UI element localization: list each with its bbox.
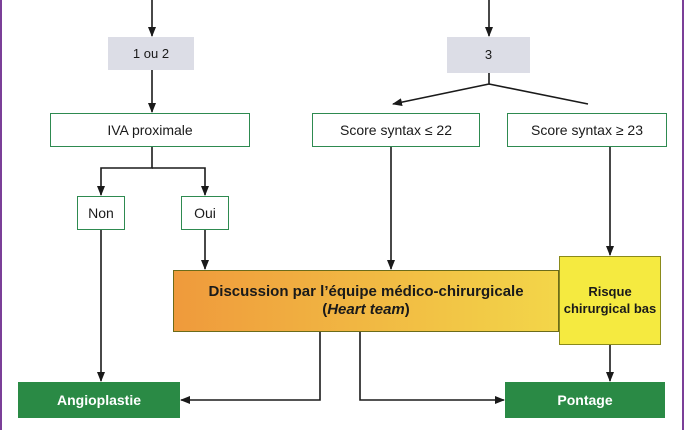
iva-proximale-box: IVA proximale: [50, 113, 250, 147]
pontage-box: Pontage: [505, 382, 665, 418]
discussion-paren-open: (: [322, 301, 328, 318]
low-surgical-risk-box: Risque chirurgical bas: [559, 256, 661, 345]
non-label: Non: [88, 204, 114, 221]
heart-team-discussion-box: Discussion par l’équipe médico-chirurgic…: [173, 270, 559, 332]
discussion-to-angioplastie: [180, 332, 321, 404]
oui-label: Oui: [194, 204, 216, 221]
iva-to-non: [97, 147, 153, 196]
low-surgical-risk-label: Risque chirurgical bas: [563, 284, 657, 316]
non-box: Non: [77, 196, 125, 230]
syntax-high-box: Score syntax ≥ 23: [507, 113, 667, 147]
vessel-count-3-label: 3: [484, 47, 493, 63]
discussion-to-pontage: [359, 332, 505, 404]
heart-team-term: Heart team: [327, 301, 405, 318]
syntax-low-label: Score syntax ≤ 22: [340, 121, 452, 138]
discussion-paren-close: ): [404, 301, 410, 318]
vessels3-to-syntax-low: [392, 73, 490, 107]
vessel-count-1-2-box: 1 ou 2: [108, 37, 194, 70]
iva-proximale-label: IVA proximale: [107, 121, 193, 138]
vessels3-to-syntax-high: [488, 83, 589, 105]
syntax-high-label: Score syntax ≥ 23: [531, 121, 643, 138]
discussion-subtitle: (Heart team): [322, 301, 410, 319]
angioplastie-box: Angioplastie: [18, 382, 180, 418]
oui-box: Oui: [181, 196, 229, 230]
angioplastie-label: Angioplastie: [56, 391, 141, 408]
frame-right-border: [682, 0, 684, 430]
vessel-count-1-2-label: 1 ou 2: [132, 45, 170, 61]
syntax-low-box: Score syntax ≤ 22: [312, 113, 480, 147]
iva-to-oui: [152, 167, 209, 196]
pontage-label: Pontage: [557, 391, 613, 408]
discussion-title: Discussion par l’équipe médico-chirurgic…: [208, 283, 524, 300]
vessel-count-3-box: 3: [447, 37, 530, 73]
frame-left-border: [0, 0, 2, 430]
